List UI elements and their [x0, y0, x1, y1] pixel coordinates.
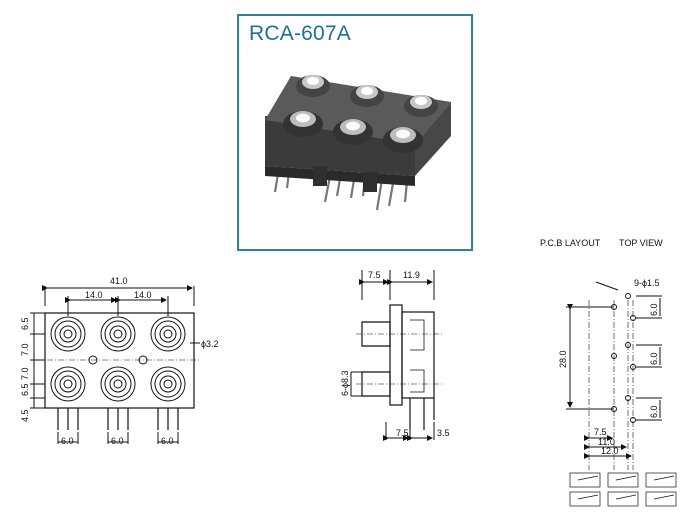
side-bottom-left: 7.5: [396, 428, 409, 438]
side-view: [350, 270, 444, 441]
pcb-pair-pitch-1: 6.0: [649, 303, 659, 316]
front-pin-pitch-2: 6.0: [111, 436, 124, 446]
model-title: RCA-607A: [249, 22, 351, 45]
side-top-right: 11.9: [403, 270, 420, 280]
pcb-height: 28.0: [558, 350, 568, 368]
side-top-left: 7.5: [368, 270, 381, 280]
rca-jacks: [283, 75, 438, 153]
front-v-dim-5: 4.5: [20, 409, 30, 422]
pcb-layout-view: [566, 281, 677, 507]
front-pitch-left: 14.0: [85, 290, 103, 300]
front-v-dim-2: 7.0: [20, 343, 30, 356]
pcb-pair-pitch-2: 6.0: [649, 352, 659, 365]
pcb-bottom-dim-3: 12.0: [601, 446, 619, 456]
product-photo-frame: RCA-607A: [237, 14, 473, 251]
front-hole-dia: ϕ3.2: [201, 339, 219, 349]
front-view: [30, 285, 200, 444]
front-pin-pitch-1: 6.0: [61, 436, 74, 446]
product-photo: [265, 75, 451, 211]
pcb-bottom-dim-2: 11.0: [598, 437, 615, 447]
pcb-holes-label: 9-ϕ1.5: [634, 278, 660, 288]
front-v-dim-3: 7.0: [20, 367, 30, 380]
front-v-dim-4: 6.5: [20, 383, 30, 396]
pcb-pair-pitch-3: 6.0: [649, 405, 659, 418]
side-bottom-right: 3.5: [437, 428, 450, 438]
top-view-label: TOP VIEW: [619, 238, 663, 248]
front-pitch-right: 14.0: [134, 290, 152, 300]
front-pin-pitch-3: 6.0: [161, 436, 174, 446]
front-overall-width: 41.0: [110, 276, 128, 286]
side-jack-dia: 6-ϕ8.3: [340, 370, 350, 396]
front-v-dim-1: 6.5: [20, 317, 30, 330]
pcb-bottom-dim-1: 7.5: [594, 427, 607, 437]
pcb-layout-label: P.C.B LAYOUT: [540, 238, 601, 248]
